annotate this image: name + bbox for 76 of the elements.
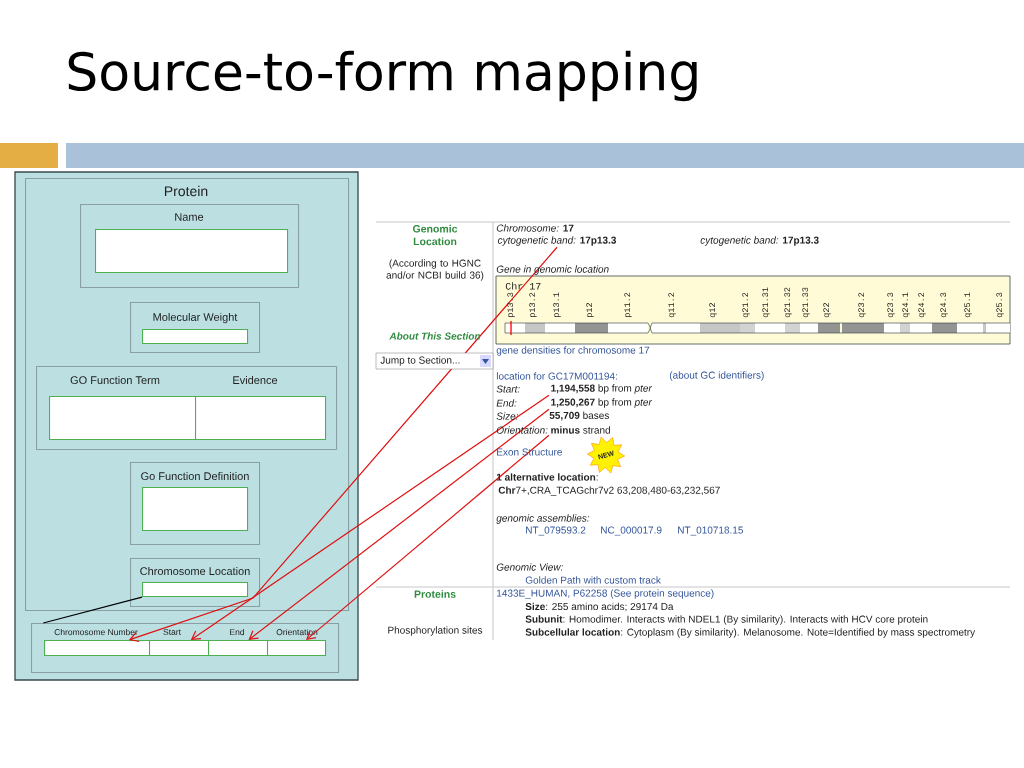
section-title: GO Function Term (70, 375, 160, 385)
link: location for GC17M001194: (496, 372, 617, 380)
link: Golden Path with custom track (525, 576, 661, 584)
band-label: q25.1 (964, 292, 972, 318)
input-field (95, 229, 289, 274)
link: NT_010718.15 (678, 526, 743, 536)
arrow (128, 246, 558, 643)
input-field (267, 628, 327, 657)
source-value: cytogenetic band: 17p13.3 (497, 236, 617, 246)
arrow (248, 408, 550, 640)
field-value: 55,709 bases (549, 411, 609, 421)
link: NC_000017.9 (601, 526, 662, 536)
band-label: q24.3 (940, 292, 948, 318)
band-label: q22 (823, 303, 831, 318)
band-label: p11.2 (624, 292, 632, 317)
field-value: Chr7+,CRA_TCAGchr7v2 63,208,480-63,232,567 (498, 486, 720, 496)
field-value: Subunit: Homodimer. Interacts with NDEL1 (By similarity). Interacts with HCV core protein (525, 615, 928, 625)
band-label: q24.1 (902, 292, 910, 318)
dropdown: Jump to Section... (375, 352, 494, 370)
source-note: Phosphorylation sites (388, 626, 483, 636)
field-value: Chromosome: 17 (496, 224, 574, 232)
field-label: Start: (496, 385, 520, 393)
link: (about GC identifiers) (669, 371, 764, 381)
link: NT_079593.2 (526, 526, 586, 536)
band-label: q23.2 (858, 292, 866, 318)
slide-title: Source-to-form mapping (68, 50, 697, 102)
section-title: Chromosome Location (140, 566, 250, 576)
band-label: q24.2 (918, 292, 926, 318)
arrow (306, 434, 550, 640)
band-label: q21.32 (784, 287, 792, 318)
section-heading: 1 alternative location: (496, 473, 598, 481)
field-label: genomic assemblies: (496, 514, 590, 524)
source-value: minus strand (551, 426, 610, 434)
section-title: Start (163, 629, 181, 635)
band-label: q21.2 (742, 292, 750, 318)
input-field (142, 487, 249, 532)
section-title: Molecular Weight (153, 312, 238, 324)
band-label: p13.3 (507, 292, 515, 317)
section-title: End (230, 628, 244, 636)
section-title: Chromosome Number (54, 628, 138, 636)
arrow (190, 394, 550, 640)
source-value: 1,194,558 bp from pter (551, 384, 653, 394)
band-label: p13.1 (553, 292, 561, 317)
field-label: End: (496, 399, 517, 407)
section-heading: Proteins (414, 590, 456, 598)
field-label: Size: (496, 412, 519, 420)
section-heading: Genomic Location (412, 224, 458, 246)
band-label: q21.31 (762, 287, 770, 318)
band-label: q25.3 (996, 292, 1004, 318)
input-field (49, 396, 197, 441)
band-label: q12 (709, 303, 717, 318)
source-note: (According to HGNC and/or NCBI build 36) (386, 259, 484, 281)
input-field (142, 582, 249, 598)
input-field (149, 629, 210, 657)
input-field (44, 628, 151, 657)
section-title: Evidence (233, 375, 278, 385)
band-label: q11.2 (668, 292, 676, 318)
band-label: p12 (586, 303, 594, 317)
field-value: cytogenetic band: 17p13.3 (700, 236, 819, 246)
input-field (195, 396, 327, 441)
link: gene densities for chromosome 17 (496, 346, 650, 356)
band-label: p13.2 (529, 292, 537, 317)
chromosome-label: Chr 17 (505, 282, 541, 290)
link: About This Section (389, 332, 481, 340)
section-title: Go Function Definition (141, 471, 249, 481)
section-title: Name (175, 213, 204, 221)
source-value: 1,250,267 bp from pter (551, 398, 653, 408)
field-value: Subcellular location: Cytoplasm (By similarity). Melanosome. Note=Identified by mass spectrometry (525, 628, 976, 638)
link: 1433E_HUMAN, P62258 (See protein sequence) (497, 589, 714, 599)
section-title: Protein (164, 185, 208, 197)
field-value: Size: 255 amino acids; 29174 Da (525, 602, 674, 612)
band-label: q23.3 (887, 292, 895, 318)
field-label: Genomic View: (496, 563, 563, 571)
input-field (208, 628, 269, 657)
input-field (142, 329, 249, 345)
band-label: q21.33 (802, 287, 810, 318)
